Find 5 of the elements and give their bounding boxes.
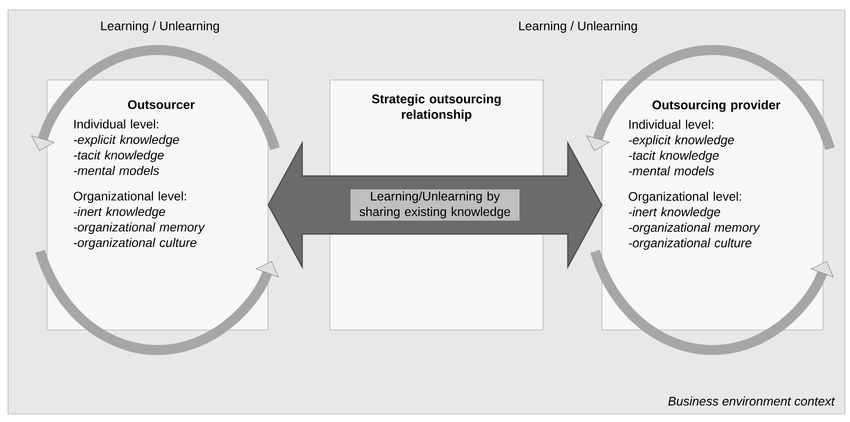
edge-label: Learning/Unlearning by sharing existing knowledge	[360, 191, 510, 219]
knowledge-box: Outsourcing provider Individual level: -explicit knowledge -tacit knowledge -mental models Organizational level: -inert knowledge -organizational memory -organizational culture	[602, 80, 824, 330]
cycle-label: Learning / Unlearning	[101, 21, 219, 33]
knowledge-box: Outsourcer Individual level: -explicit knowledge -tacit knowledge -mental models Organizational level: -inert knowledge -organizational memory -organizational culture	[46, 80, 268, 330]
cycle-label: Learning / Unlearning	[519, 21, 637, 33]
